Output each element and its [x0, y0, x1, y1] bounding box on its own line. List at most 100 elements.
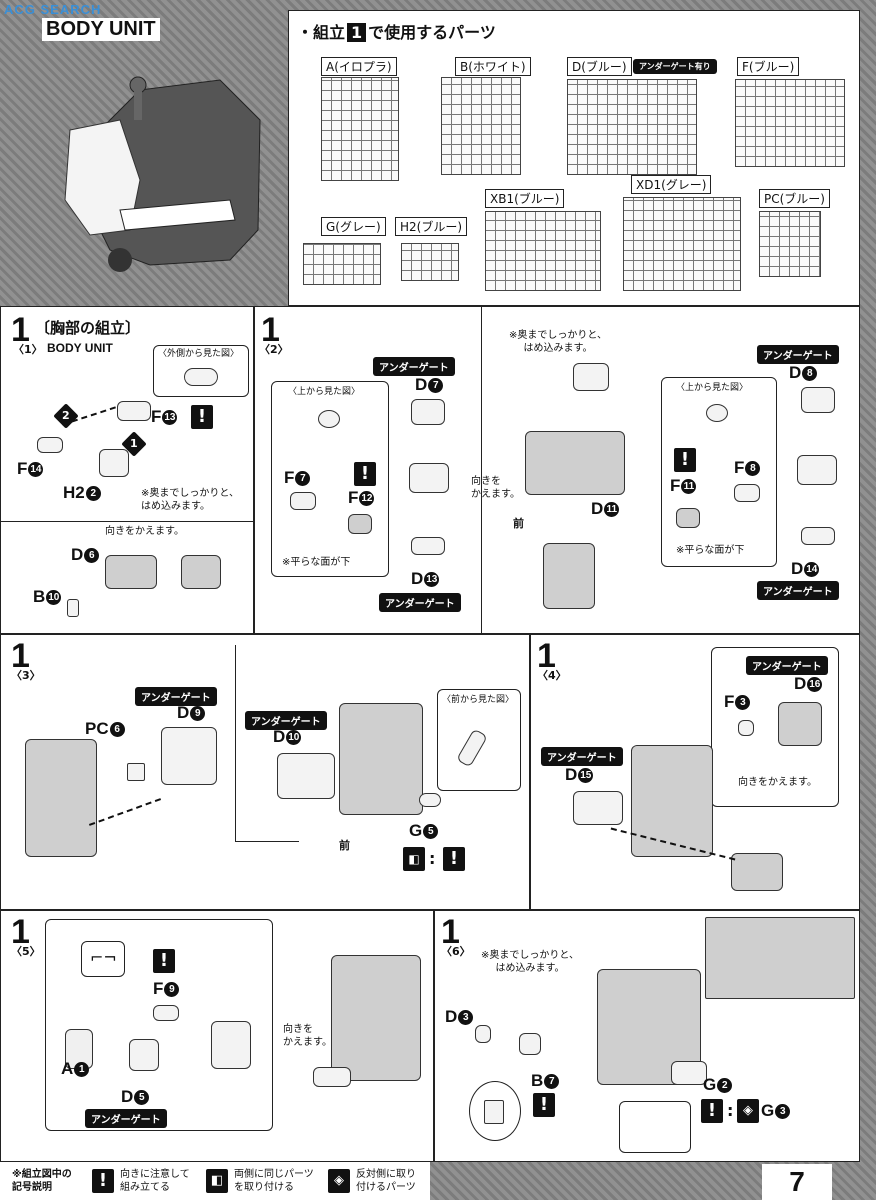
runner-xd1 [623, 197, 741, 291]
page-number: 7 [762, 1164, 832, 1200]
part-d15 [573, 791, 623, 825]
step-title: 〔胸部の組立〕 [35, 319, 141, 337]
part-d13 [411, 537, 445, 555]
unit-label: BODY UNIT [47, 341, 113, 355]
top-view-part-b [706, 404, 728, 422]
flat-note-b: ※平らな面が下 [676, 545, 745, 556]
upper-detail [705, 917, 855, 999]
runner-d-label: D(ブルー) [567, 57, 632, 76]
key-view-bubble: ⌐¬ [81, 941, 125, 977]
part-d8-assembly [797, 455, 837, 485]
runner-xb1-label: XB1(ブルー) [485, 189, 565, 208]
b7-detail-bubble [469, 1081, 521, 1141]
runner-h2 [401, 243, 459, 281]
step-number: 1 [537, 637, 556, 675]
part-assembly-rotated [181, 555, 221, 589]
part-f9 [153, 1005, 179, 1021]
under-gate-label-b: アンダーゲート [245, 711, 327, 730]
order-1-icon: 2 [53, 403, 79, 429]
runner-d [567, 79, 697, 175]
flat-note: ※平らな面が下 [282, 557, 351, 568]
substep-label: 〈1〉 [13, 343, 43, 356]
legend-text-both-sides: 両側に同じパーツ を取り付ける [234, 1169, 314, 1193]
body-assembly [631, 745, 713, 857]
side-part [731, 853, 783, 891]
push-note: ※奥までしっかりと、 はめ込みます。 [141, 488, 239, 512]
part-f3 [738, 720, 754, 736]
runner-g [303, 243, 381, 285]
part-f8 [734, 484, 760, 502]
lower-assembly [543, 543, 595, 609]
legend-icon-both-sides: ◧ [206, 1169, 228, 1193]
step-number: 1 [261, 311, 280, 349]
runner-h2-label: H2(ブルー) [395, 217, 468, 236]
under-gate-label-bottom: アンダーゲート [379, 593, 461, 612]
body-assembly [25, 739, 97, 857]
turn-note: 向きをかえます。 [105, 526, 184, 537]
both-sides-icon: ◧ [403, 847, 425, 871]
substep-label: 〈5〉 [11, 945, 41, 958]
rotation-preview-part [211, 1021, 251, 1069]
runner-g-label: G(グレー) [321, 217, 386, 236]
part-f14 [37, 437, 63, 453]
part-g2 [671, 1061, 707, 1085]
runner-b-label: B(ホワイト) [455, 57, 531, 76]
attention-icon: ! [533, 1093, 555, 1117]
body-assembly [331, 955, 421, 1081]
runner-a-label: A(イロプラ) [321, 57, 397, 76]
outside-view-part [184, 368, 218, 386]
runner-xd1-label: XD1(グレー) [631, 175, 712, 194]
under-gate-label-b: アンダーゲート [541, 747, 623, 766]
front-view-part [456, 728, 488, 768]
step-number: 1 [11, 913, 30, 951]
part-g5 [419, 793, 441, 807]
runner-pc [759, 211, 821, 277]
watermark: ACG SEARCH [4, 2, 102, 17]
legend-icon-attention: ! [92, 1169, 114, 1193]
under-gate-label: アンダーゲート [746, 656, 828, 675]
step-number: 1 [11, 637, 30, 675]
under-gate-label: アンダーゲート [85, 1109, 167, 1128]
part-insert [573, 363, 609, 391]
step-number: 1 [441, 913, 460, 951]
attention-icon: ! [354, 462, 376, 486]
part-d7-assembly [409, 463, 449, 493]
part-d16 [778, 702, 822, 746]
legend-text-attention: 向きに注意して 組み立てる [120, 1169, 190, 1193]
turn-note: 向きを かえます。 [283, 1024, 332, 1048]
page-title: BODY UNIT [42, 18, 160, 41]
top-view-part [318, 410, 340, 428]
substep-label: 〈3〉 [11, 669, 41, 682]
push-note: ※奥までしっかりと、 はめ込みます。 [509, 330, 607, 354]
under-gate-label: アンダーゲート [373, 357, 455, 376]
attention-icon: ! [674, 448, 696, 472]
step-number: 1 [11, 311, 30, 349]
